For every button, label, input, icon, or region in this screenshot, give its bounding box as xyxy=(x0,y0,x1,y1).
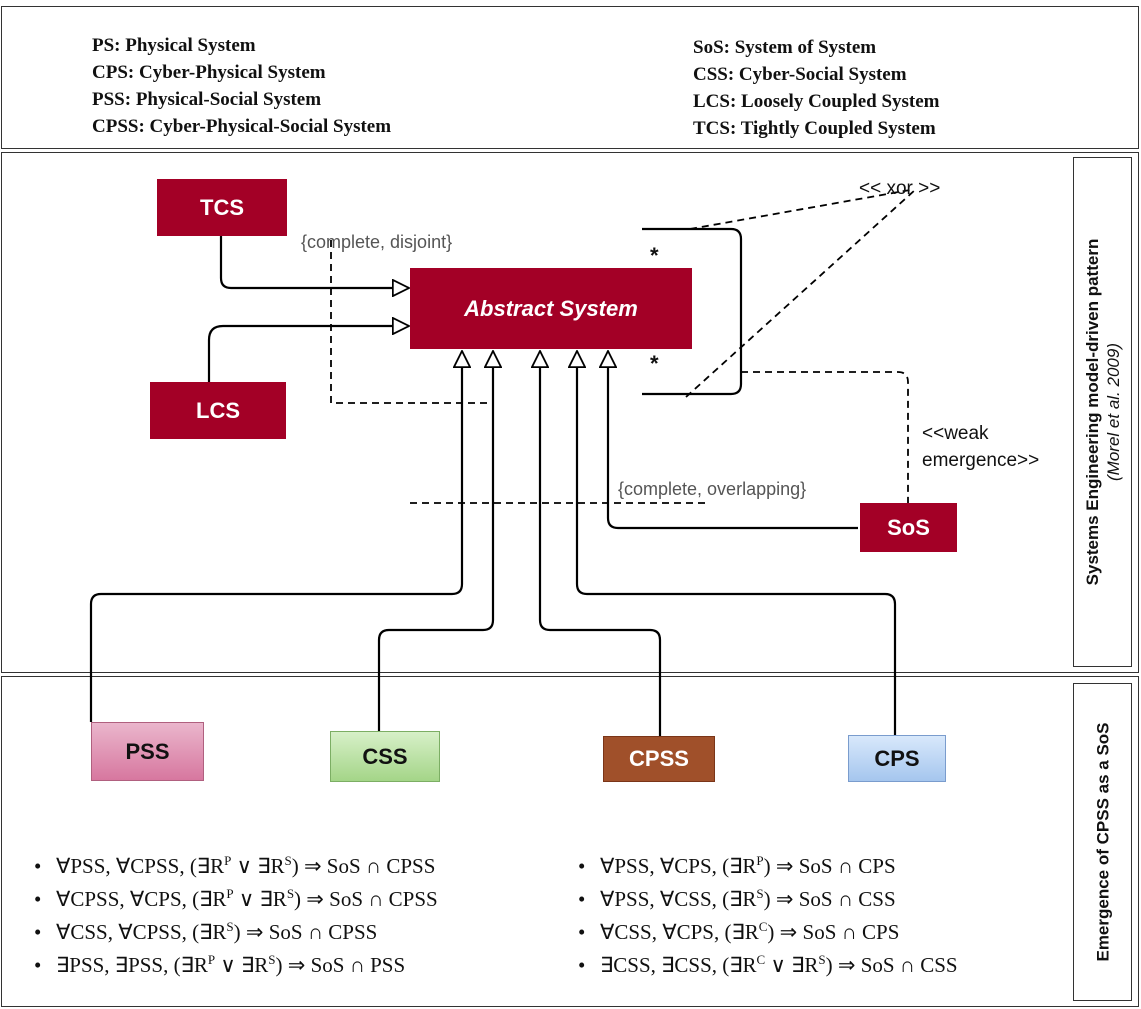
cpss-generalization xyxy=(540,351,662,736)
cps-generalization xyxy=(577,351,897,735)
complete-disjoint-note: {complete, disjoint} xyxy=(301,232,453,252)
weak-emergence-note-2: emergence>> xyxy=(922,450,1040,471)
formula-left-4: •∃PSS, ∃PSS, (∃RP ∨ ∃RS) ⇒ SoS ∩ PSS xyxy=(34,952,406,977)
cps-box: CPS xyxy=(848,735,946,782)
formula-right-3: •∀CSS, ∀CPS, (∃RC) ⇒ SoS ∩ CPS xyxy=(578,919,900,944)
bullet-icon: • xyxy=(34,887,42,911)
formula-left-1: •∀PSS, ∀CPSS, (∃RP ∨ ∃RS) ⇒ SoS ∩ CPSS xyxy=(34,853,436,878)
pss-generalization xyxy=(89,351,462,722)
weak-emergence-note-1: <<weak xyxy=(922,423,989,444)
legend-panel xyxy=(1,6,1139,149)
disjoint-dashed-line xyxy=(330,240,488,404)
bullet-icon: • xyxy=(578,953,586,977)
weak-emergence-dashed xyxy=(741,371,909,503)
legend-pss: PSS: Physical-Social System xyxy=(92,89,322,110)
complete-overlapping-note: {complete, overlapping} xyxy=(618,479,807,499)
legend-lcs: LCS: Loosely Coupled System xyxy=(693,91,940,112)
legend-sos: SoS: System of System xyxy=(693,37,877,58)
formula-right-1: •∀PSS, ∀CPS, (∃RP) ⇒ SoS ∩ CPS xyxy=(578,853,896,878)
bullet-icon: • xyxy=(34,953,42,977)
self-association xyxy=(642,227,743,396)
sos-box: SoS xyxy=(860,503,957,552)
pss-box: PSS xyxy=(91,722,204,781)
lcs-generalization xyxy=(207,326,409,382)
xor-dashed-right xyxy=(685,189,916,398)
bullet-icon: • xyxy=(34,920,42,944)
formula-left-3: •∀CSS, ∀CPSS, (∃RS) ⇒ SoS ∩ CPSS xyxy=(34,919,378,944)
abstract-system-box: Abstract System xyxy=(410,268,692,349)
tcs-box: TCS xyxy=(157,179,287,236)
legend-ps: PS: Physical System xyxy=(92,35,256,56)
pattern-side-label: Systems Engineering model-driven pattern… xyxy=(1073,157,1132,667)
cpss-box: CPSS xyxy=(603,736,715,782)
tcs-generalization xyxy=(219,236,409,288)
legend-css: CSS: Cyber-Social System xyxy=(693,64,907,85)
legend-cps: CPS: Cyber-Physical System xyxy=(92,62,326,83)
formula-right-2: •∀PSS, ∀CSS, (∃RS) ⇒ SoS ∩ CSS xyxy=(578,886,896,911)
bullet-icon: • xyxy=(578,887,586,911)
xor-dashed-left xyxy=(689,189,911,230)
sos-generalization xyxy=(608,351,858,530)
emergence-side-label: Emergence of CPSS as a SoS xyxy=(1073,683,1132,1001)
bullet-icon: • xyxy=(578,920,586,944)
bullet-icon: • xyxy=(34,854,42,878)
legend-tcs: TCS: Tightly Coupled System xyxy=(693,118,936,139)
css-box: CSS xyxy=(330,731,440,782)
legend-cpss: CPSS: Cyber-Physical-Social System xyxy=(92,116,392,137)
lcs-box: LCS xyxy=(150,382,286,439)
multiplicity-top: * xyxy=(650,243,659,268)
formula-right-4: •∃CSS, ∃CSS, (∃RC ∨ ∃RS) ⇒ SoS ∩ CSS xyxy=(578,952,958,977)
bullet-icon: • xyxy=(578,854,586,878)
css-generalization xyxy=(377,351,493,731)
xor-note: << xor >> xyxy=(859,178,941,199)
formula-left-2: •∀CPSS, ∀CPS, (∃RP ∨ ∃RS) ⇒ SoS ∩ CPSS xyxy=(34,886,438,911)
multiplicity-bottom: * xyxy=(650,351,659,376)
